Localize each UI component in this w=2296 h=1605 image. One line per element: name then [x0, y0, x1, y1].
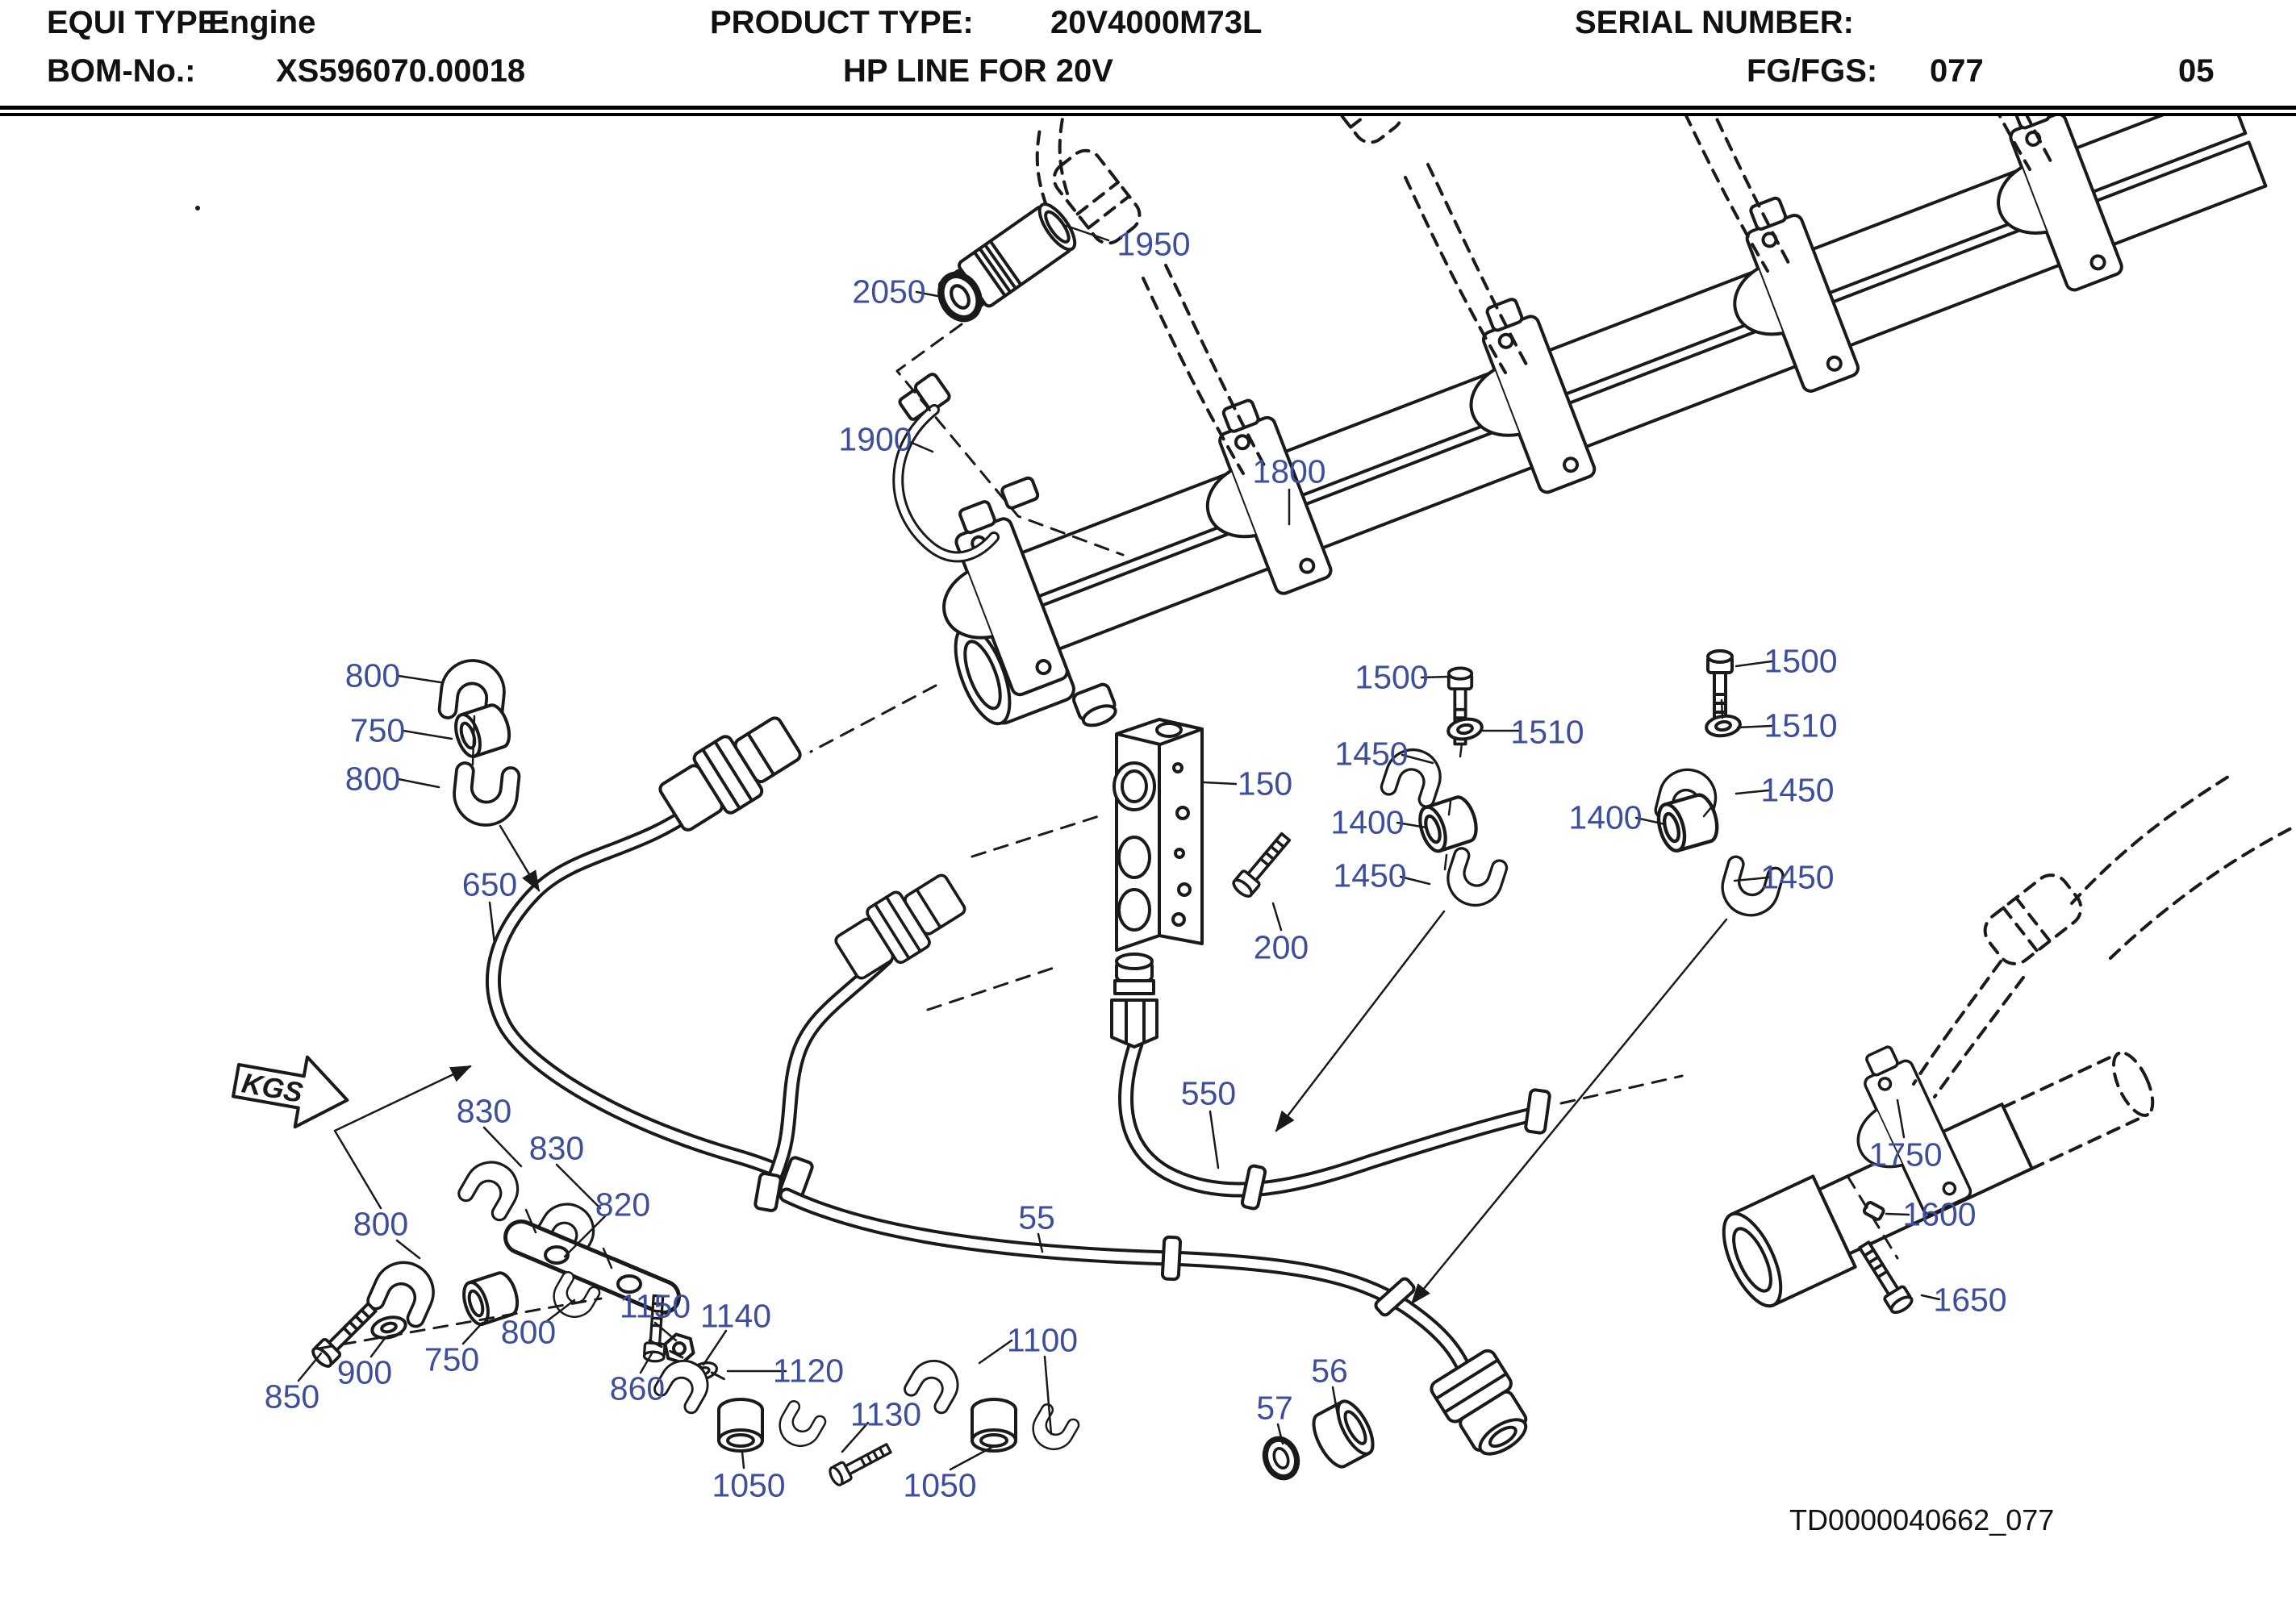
pipe-middle-drawing [754, 863, 974, 1212]
pipe-1900-drawing [892, 373, 1000, 563]
kgs-arrow: KGS [232, 1055, 349, 1129]
clamp-cluster-800-750-drawing [436, 656, 522, 830]
union-56-57-drawing [1260, 1346, 1542, 1482]
rail-1800-drawing [910, 88, 2268, 727]
leader-lines [297, 224, 1941, 1471]
rail-1750-drawing [1722, 771, 2294, 1317]
bom-no-label: BOM-No.: [47, 53, 196, 89]
pipe-550-drawing [1118, 1036, 1551, 1211]
stray-dot [195, 206, 200, 211]
arrow-leaders [333, 824, 1728, 1305]
clamp-column-right-drawing [1654, 649, 1786, 923]
pipe-650-drawing [486, 705, 814, 1201]
header-divider [0, 106, 2296, 116]
equi-type-label: EQUI TYPE: [47, 5, 230, 40]
sheet-title: HP LINE FOR 20V [843, 53, 1113, 89]
fg-fgs-value: 077 [1930, 53, 1984, 89]
fg-fgs-label: FG/FGS: [1747, 53, 1878, 89]
bom-no-value: XS596070.00018 [276, 53, 526, 89]
header-band [0, 0, 2296, 106]
serial-number-label: SERIAL NUMBER: [1575, 5, 1854, 40]
product-type-label: PRODUCT TYPE: [710, 5, 974, 40]
dashed-guides [317, 323, 1899, 1382]
pipe-55-drawing [779, 1187, 1475, 1382]
drawing-number: TD0000040662_077 [1789, 1503, 2055, 1536]
sheet-number: 05 [2178, 53, 2215, 89]
product-type-value: 20V4000M73L [1050, 5, 1263, 40]
equi-type-value: Engine [208, 5, 316, 40]
valve-block-150-drawing [1110, 718, 1204, 1048]
bolt-200-drawing [1229, 828, 1296, 901]
clamp-column-left-drawing [1378, 666, 1510, 914]
bottom-clamp-cluster-drawing [308, 1151, 1082, 1489]
